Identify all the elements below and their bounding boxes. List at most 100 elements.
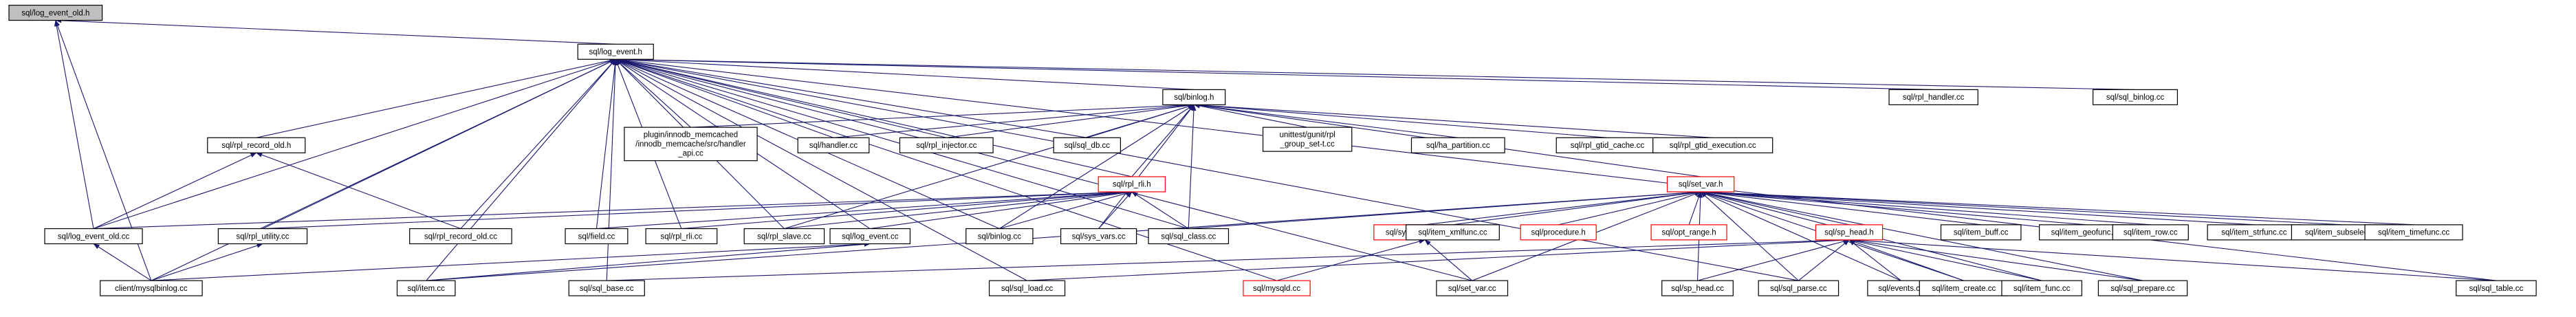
edge-item-cc-to-log-event-h xyxy=(426,58,616,281)
node-label: sql/item_func.cc xyxy=(2013,285,2071,293)
edge-set-var-cc-to-log-event-h xyxy=(615,58,1472,281)
edge-sql-table-cc-to-log-event-h xyxy=(615,57,2496,281)
edge-sql-class-cc-to-rpl-rli-h xyxy=(1131,191,1189,229)
node-rpl-gtid-execution[interactable]: sql/rpl_gtid_execution.cc xyxy=(1652,137,1773,153)
node-rpl-injector-cc[interactable]: sql/rpl_injector.cc xyxy=(899,137,994,153)
node-sql-load-cc[interactable]: sql/sql_load.cc xyxy=(988,280,1066,296)
edge-rpl-record-old-cc-to-rpl-record-old-h xyxy=(256,152,461,230)
node-item-buff[interactable]: sql/item_buff.cc xyxy=(1940,224,2022,241)
node-sql-binlog-cc[interactable]: sql/sql_binlog.cc xyxy=(2093,89,2179,105)
node-sp-head-h[interactable]: sql/sp_head.h xyxy=(1815,224,1884,241)
edge-rpl-injector-cc-to-log-event-h xyxy=(615,58,947,138)
node-events-cc[interactable]: sql/events.cc xyxy=(1867,280,1935,296)
edge-sql-parse-cc-to-sp-head-h xyxy=(1798,239,1850,281)
node-field-cc[interactable]: sql/field.cc xyxy=(565,228,629,245)
node-item-cc[interactable]: sql/item.cc xyxy=(396,280,456,296)
edge-binlog-cc-to-rpl-rli-h xyxy=(999,190,1133,230)
edge-events-cc-to-set-var-h xyxy=(1700,191,1901,281)
node-box xyxy=(965,228,1034,245)
node-box xyxy=(1758,280,1840,296)
node-handler-cc[interactable]: sql/handler.cc xyxy=(797,137,870,153)
edge-sp-head-h-to-set-var-h xyxy=(1700,190,1850,226)
node-box xyxy=(829,228,911,245)
edge-rpl-gtid-cache-to-binlog-h xyxy=(1193,102,1608,138)
node-box xyxy=(1406,224,1500,241)
node-label: sql/sql_prepare.cc xyxy=(2110,285,2175,293)
edge-sql-prepare-cc-to-set-var-h xyxy=(1700,190,2143,281)
edges-layer xyxy=(54,18,2496,281)
node-item-xmlfunc[interactable]: sql/item_xmlfunc.cc xyxy=(1406,224,1500,241)
node-sql-class-cc[interactable]: sql/sql_class.cc xyxy=(1148,228,1230,245)
node-binlog-cc[interactable]: sql/binlog.cc xyxy=(965,228,1034,245)
node-label: sql/log_event_old.h xyxy=(21,9,89,17)
node-label: sql/rpl_utility.cc xyxy=(236,232,289,241)
node-rpl-record-old-cc[interactable]: sql/rpl_record_old.cc xyxy=(409,228,512,245)
node-item-strfunc[interactable]: sql/item_strfunc.cc xyxy=(2207,224,2302,241)
node-box xyxy=(1940,224,2022,241)
node-rpl-slave-cc[interactable]: sql/rpl_slave.cc xyxy=(743,228,825,245)
node-sql-base-cc[interactable]: sql/sql_base.cc xyxy=(568,280,645,296)
node-sys-vars-cc[interactable]: sql/sys_vars.cc xyxy=(1060,228,1137,245)
node-sql-parse-cc[interactable]: sql/sql_parse.cc xyxy=(1758,280,1840,296)
node-box xyxy=(1666,176,1735,193)
edge-log-event-old-cc-to-rpl-record-old-h xyxy=(93,152,257,230)
edge-rpl-injector-cc-to-binlog-h xyxy=(946,103,1194,138)
node-label: sql/rpl_slave.cc xyxy=(757,232,811,241)
node-item-func-cc[interactable]: sql/item_func.cc xyxy=(2001,280,2082,296)
edge-sys-vars-shared-h-to-set-var-h xyxy=(1425,190,1701,226)
node-box xyxy=(2001,280,2082,296)
node-label: sql/log_event.h xyxy=(589,48,642,56)
edge-item-timefunc-to-set-var-h xyxy=(1700,189,2414,226)
edge-item-buff-to-set-var-h xyxy=(1700,190,1981,226)
edge-ha-partition-to-binlog-h xyxy=(1193,102,1459,138)
node-root[interactable]: sql/log_event_old.h xyxy=(8,4,103,21)
node-label: sql/item_strfunc.cc xyxy=(2221,229,2286,237)
node-label: sql/field.cc xyxy=(578,232,615,241)
edge-rpl-gtid-execution-to-binlog-h xyxy=(1193,102,1713,138)
node-label: _api.cc xyxy=(677,150,703,158)
node-sql-db-cc[interactable]: sql/sql_db.cc xyxy=(1053,137,1122,153)
edge-mysqlbinlog-to-rpl-utility-cc xyxy=(151,243,263,281)
node-rpl-gtid-cache[interactable]: sql/rpl_gtid_cache.cc xyxy=(1556,137,1659,153)
node-log-event-old-cc[interactable]: sql/log_event_old.cc xyxy=(44,228,143,245)
edge-opt-range-h-to-set-var-h xyxy=(1688,191,1701,226)
node-item-timefunc[interactable]: sql/item_timefunc.cc xyxy=(2364,224,2463,241)
node-mysqld-cc[interactable]: sql/mysqld.cc xyxy=(1243,280,1311,296)
node-label: sql/rpl_gtid_cache.cc xyxy=(1571,142,1645,150)
node-log-event-cc[interactable]: sql/log_event.cc xyxy=(829,228,911,245)
node-opt-range-h[interactable]: sql/opt_range.h xyxy=(1650,224,1727,241)
node-set-var-h[interactable]: sql/set_var.h xyxy=(1666,176,1735,193)
node-box xyxy=(2364,224,2463,241)
node-sql-prepare-cc[interactable]: sql/sql_prepare.cc xyxy=(2097,280,2188,296)
node-label: sql/sql_load.cc xyxy=(1001,285,1054,293)
node-procedure-h[interactable]: sql/procedure.h xyxy=(1520,224,1597,241)
edge-procedure-h-to-set-var-h xyxy=(1558,190,1701,226)
node-sql-table-cc[interactable]: sql/sql_table.cc xyxy=(2456,280,2537,296)
edge-item-row-to-set-var-h xyxy=(1700,190,2151,226)
node-binlog-h[interactable]: sql/binlog.h xyxy=(1162,89,1226,105)
node-box xyxy=(396,280,456,296)
node-memcached[interactable]: plugin/innodb_memcached/innodb_memcache/… xyxy=(624,127,758,162)
node-item-row[interactable]: sql/item_row.cc xyxy=(2112,224,2189,241)
edge-sql-prepare-cc-to-sp-head-h xyxy=(1848,238,2143,281)
node-mysqlbinlog[interactable]: client/mysqlbinlog.cc xyxy=(100,280,203,296)
node-box xyxy=(1520,224,1597,241)
node-label: unittest/gunit/rpl xyxy=(1280,131,1335,140)
node-gunit[interactable]: unittest/gunit/rpl_group_set-t.cc xyxy=(1262,127,1353,152)
node-box xyxy=(44,228,143,245)
node-set-var-cc[interactable]: sql/set_var.cc xyxy=(1436,280,1509,296)
node-ha-partition[interactable]: sql/ha_partition.cc xyxy=(1410,137,1505,153)
node-sp-head-cc[interactable]: sql/sp_head.cc xyxy=(1661,280,1734,296)
node-rpl-record-old-h[interactable]: sql/rpl_record_old.h xyxy=(207,137,306,153)
node-rpl-rli-cc[interactable]: sql/rpl_rli.cc xyxy=(645,228,718,245)
edge-mysqld-cc-to-sys-vars-shared-h xyxy=(1276,239,1426,281)
node-item-create-cc[interactable]: sql/item_create.cc xyxy=(1919,280,2009,296)
node-rpl-utility-cc[interactable]: sql/rpl_utility.cc xyxy=(217,228,308,245)
node-log-event-h[interactable]: sql/log_event.h xyxy=(577,43,654,60)
node-rpl-handler-cc[interactable]: sql/rpl_handler.cc xyxy=(1888,89,1978,105)
node-label: sql/ha_partition.cc xyxy=(1426,142,1490,150)
edge-sql-load-cc-to-log-event-h xyxy=(615,58,1027,281)
node-label: sql/mysqld.cc xyxy=(1253,285,1300,293)
node-rpl-rli-h[interactable]: sql/rpl_rli.h xyxy=(1098,176,1166,193)
node-label: sql/item_buff.cc xyxy=(1954,229,2009,237)
